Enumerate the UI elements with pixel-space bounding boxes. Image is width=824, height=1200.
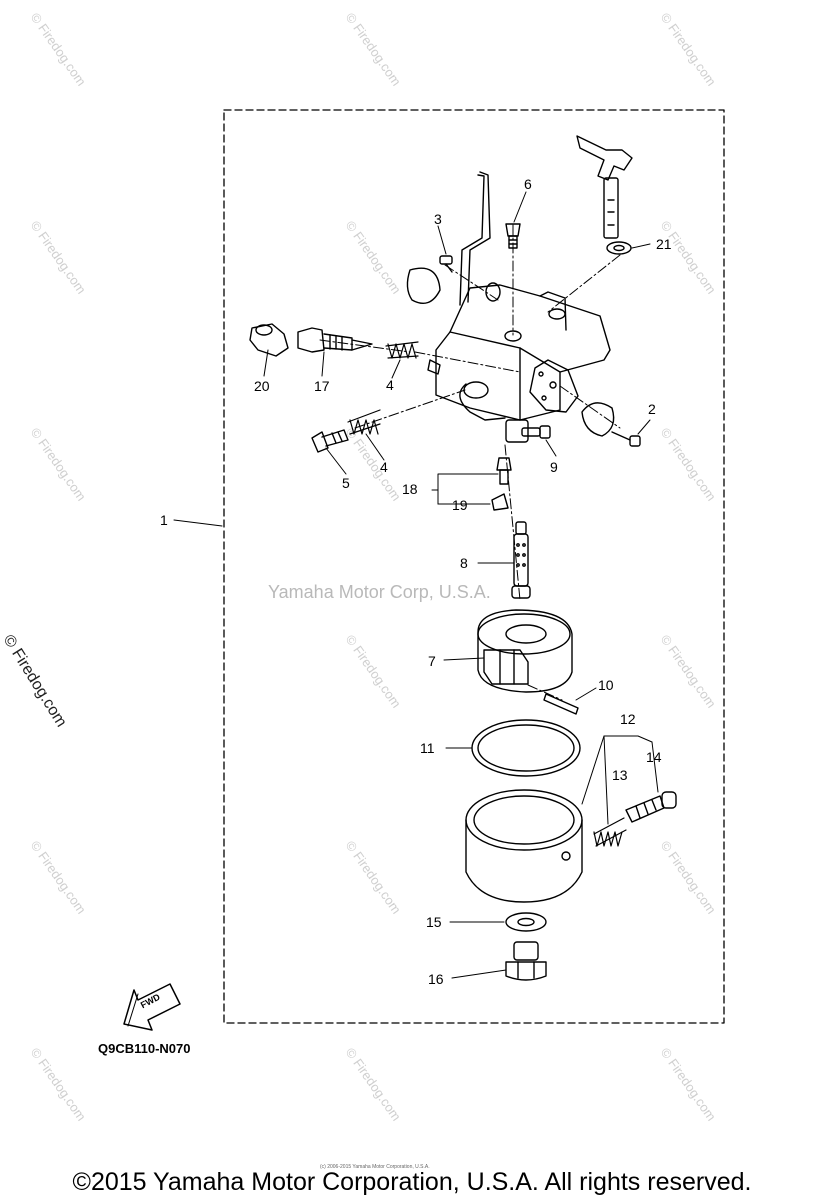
callout-11: 11 [420, 740, 435, 756]
washer-15-part [505, 912, 547, 932]
callout-18: 18 [402, 481, 418, 497]
throttle-lever-part [576, 135, 633, 255]
callout-13: 13 [612, 767, 628, 783]
pilot-screw-17-part [297, 327, 373, 353]
callout-1: 1 [160, 512, 168, 528]
callout-19: 19 [452, 497, 468, 513]
callout-3: 3 [434, 211, 442, 227]
spring-13-part [593, 817, 627, 847]
gasket-11-part [471, 719, 581, 777]
callout-7: 7 [428, 653, 436, 669]
clip-19-part [491, 493, 509, 511]
screw-2-part [611, 431, 641, 447]
callout-5: 5 [342, 475, 350, 491]
screw-9-part [521, 425, 551, 439]
callout-15: 15 [426, 914, 442, 930]
callout-14: 14 [646, 749, 662, 765]
callout-2: 2 [648, 401, 656, 417]
float-bowl-12-part [465, 789, 583, 903]
copyright-footer: ©2015 Yamaha Motor Corporation, U.S.A. A… [72, 1168, 752, 1196]
callout-21: 21 [656, 236, 672, 252]
spring-4-lower-part [347, 409, 381, 435]
diagram-code: Q9CB110-N070 [98, 1041, 191, 1056]
screw-14-part [625, 791, 677, 823]
carburetor-body-part [427, 171, 611, 443]
callout-4-upper: 4 [386, 377, 394, 393]
callout-4-lower: 4 [380, 459, 388, 475]
callout-16: 16 [428, 971, 444, 987]
choke-plate-part [406, 267, 441, 304]
callout-9: 9 [550, 459, 558, 475]
callout-20: 20 [254, 378, 270, 394]
callout-17: 17 [314, 378, 330, 394]
cap-20-part [249, 323, 289, 357]
fwd-arrow-icon [123, 983, 181, 1031]
emulsion-tube-8-part [511, 521, 531, 599]
throttle-plate-part [581, 402, 615, 437]
screw-6-part [505, 223, 521, 249]
center-credit-text: Yamaha Motor Corp, U.S.A. [268, 582, 491, 602]
fine-print: (c) 2006-2015 Yamaha Motor Corporation, … [320, 1164, 430, 1170]
callout-leaders [173, 191, 659, 979]
main-jet-18-part [496, 457, 512, 485]
callout-6: 6 [524, 176, 532, 192]
screw-3-part [439, 255, 453, 273]
float-pin-10-part [543, 693, 579, 715]
assembly-axis-lines [319, 224, 621, 701]
float-7-part [477, 609, 573, 693]
spring-4-upper-part [385, 341, 419, 359]
screw-5-part [311, 429, 349, 453]
callout-12: 12 [620, 711, 636, 727]
drain-bolt-16-part [505, 941, 547, 981]
assembly-boundary [223, 109, 725, 1024]
callout-8: 8 [460, 555, 468, 571]
callout-10: 10 [598, 677, 614, 693]
